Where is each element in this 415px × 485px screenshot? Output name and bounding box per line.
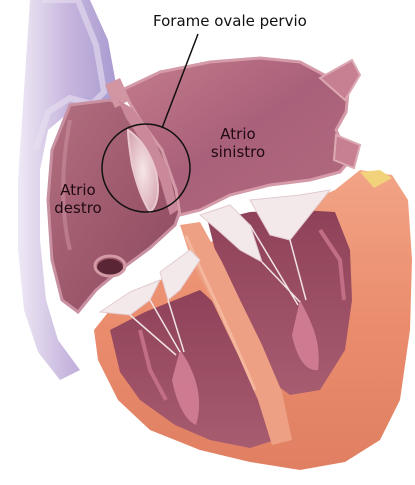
label-atrio-destro-line1: Atrio	[53, 182, 103, 199]
label-atrio-destro-line2: destro	[49, 200, 107, 217]
label-atrio-sinistro-line2: sinistro	[204, 144, 272, 161]
label-atrio-sinistro-line1: Atrio	[213, 126, 263, 143]
label-forame-ovale-pervio: Forame ovale pervio	[153, 13, 307, 30]
